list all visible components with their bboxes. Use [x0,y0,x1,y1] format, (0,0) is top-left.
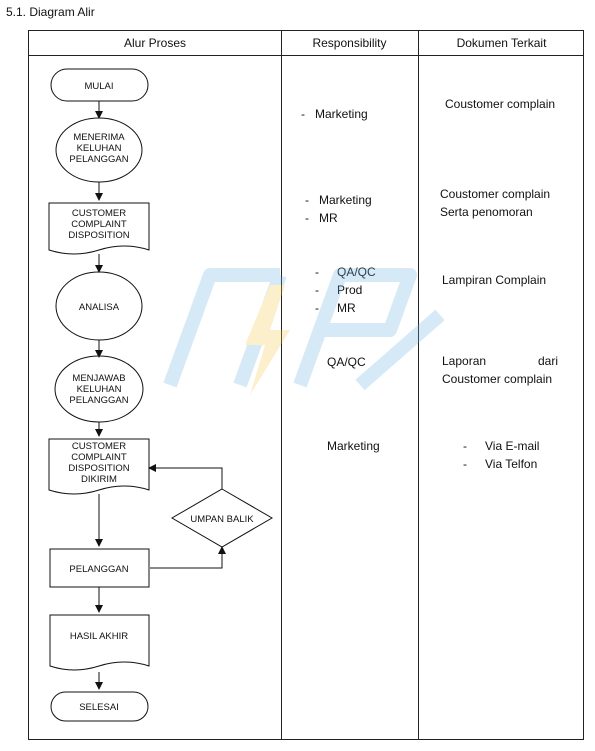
ccdsent-label-3: DISPOSITION [68,463,129,474]
start-label: MULAI [84,81,113,92]
complaint-disposition-document [48,202,150,255]
watermark-bolt [245,285,290,395]
column-header-documents: Dokumen Terkait [456,36,547,50]
watermark-stroke-1 [163,268,280,388]
result-label: HASIL AKHIR [70,631,128,642]
ccdsent-label-4: DIKIRIM [81,474,117,485]
connector-feedback-ccdsent [148,464,223,489]
ccdsent-label-2: COMPLAINT [71,452,127,463]
responsibility-5: Marketing [327,439,380,453]
disposition-sent-document [48,438,150,495]
receive-label-1: MENERIMA [73,132,125,143]
receive-complaint-node [55,117,143,183]
ccd-label-3: DISPOSITION [68,230,129,241]
answer-label-1: MENJAWAB [72,373,125,384]
column-divider-1 [281,31,282,739]
feedback-decision [171,488,273,548]
responsibility-4: QA/QC [327,355,366,369]
document-2: Coustomer complain Serta penomoran [440,187,551,219]
document-3: Lampiran Complain [442,273,547,287]
answer-label-2: KELUHAN [77,384,122,395]
final-result-document [49,614,150,671]
watermark-stroke-3 [293,268,417,388]
watermark-stroke-2 [233,272,287,388]
start-terminator [50,68,149,102]
ccdsent-label-1: CUSTOMER [72,441,126,452]
end-label: SELESAI [79,702,119,713]
responsibility-2: -Marketing -MR [305,193,372,225]
watermark-stroke-4 [355,309,445,391]
column-header-responsibility: Responsibility [312,36,387,50]
document-5: -Via E-mail -Via Telfon [463,439,540,471]
section-title: 5.1. Diagram Alir [6,5,95,19]
receive-label-3: PELANGGAN [69,154,128,165]
header-divider [29,55,583,56]
column-divider-2 [418,31,419,739]
document-1: Coustomer complain [445,97,556,111]
customer-label: PELANGGAN [69,564,128,575]
analisa-label: ANALISA [79,302,120,313]
answer-label-3: PELANGGAN [69,395,128,406]
feedback-label: UMPAN BALIK [190,514,254,525]
responsibility-1: -Marketing [301,107,368,121]
ccd-label-1: CUSTOMER [72,208,126,219]
column-header-process: Alur Proses [123,36,187,50]
analysis-node [55,271,143,341]
end-terminator [50,691,149,722]
customer-process [49,548,150,588]
watermark-logo [163,268,445,395]
receive-label-2: KELUHAN [77,143,122,154]
connector-customer-feedback [150,546,226,569]
flow-table: Alur Proses Responsibility Dokumen Terka… [28,30,584,740]
responsibility-3: -QA/QC -Prod -MR [315,265,376,315]
ccd-label-2: COMPLAINT [71,219,127,230]
answer-complaint-node [54,355,144,423]
